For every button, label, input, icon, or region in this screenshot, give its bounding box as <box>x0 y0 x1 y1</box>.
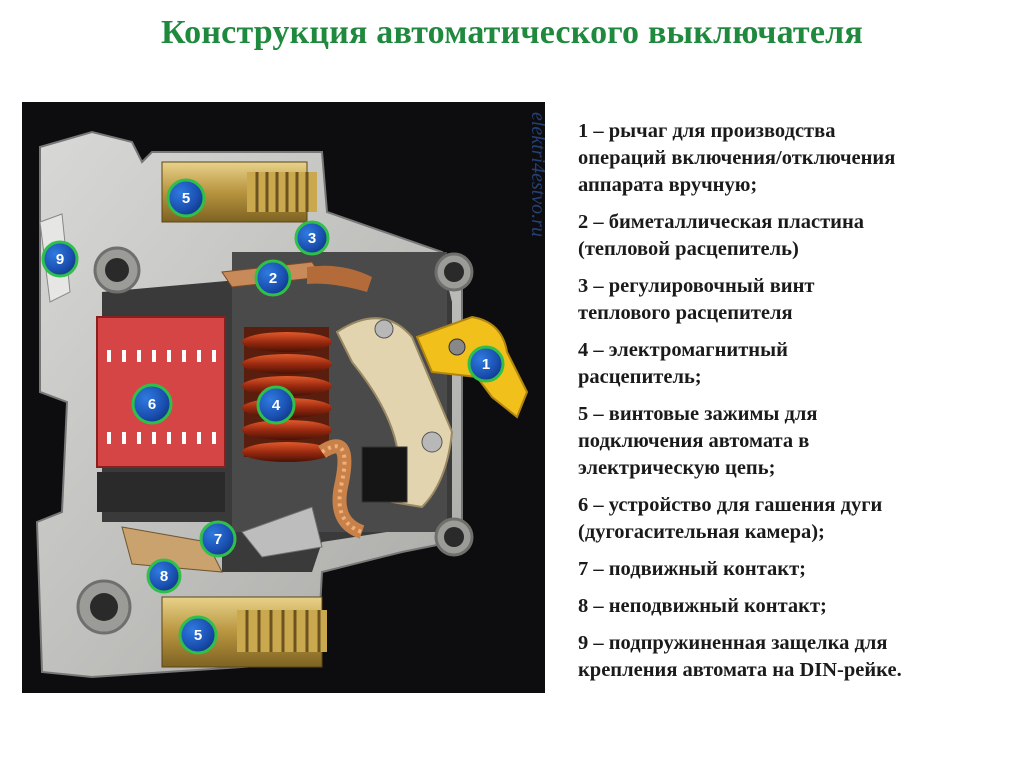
marker-2: 2 <box>254 259 292 297</box>
legend-item-8: 8 – неподвижный контакт; <box>578 595 827 617</box>
marker-7: 7 <box>199 520 237 558</box>
svg-text:2: 2 <box>269 270 277 287</box>
legend-item-4: 4 – электромагнитный расцепитель; <box>578 339 788 388</box>
watermark: elektri4estvo.ru <box>527 112 545 237</box>
breaker-photo: 1 2 3 4 5 5 6 7 <box>22 102 545 693</box>
legend-item-2: 2 – биметаллическая пластина (тепловой р… <box>578 211 865 260</box>
legend-item-9: 9 – подпружиненная защелка для крепления… <box>578 632 902 681</box>
svg-text:8: 8 <box>160 568 168 585</box>
legend: 1 – рычаг для производства операций вклю… <box>578 118 1018 694</box>
svg-text:1: 1 <box>482 356 490 373</box>
marker-4: 4 <box>256 385 296 425</box>
svg-text:4: 4 <box>272 397 281 414</box>
svg-text:6: 6 <box>148 396 156 413</box>
legend-item-7: 7 – подвижный контакт; <box>578 558 806 580</box>
marker-5-bottom: 5 <box>178 615 218 655</box>
marker-1: 1 <box>467 345 505 383</box>
svg-text:5: 5 <box>194 627 202 644</box>
marker-8: 8 <box>146 558 182 594</box>
svg-text:9: 9 <box>56 251 64 268</box>
legend-item-1: 1 – рычаг для производства операций вклю… <box>578 120 896 196</box>
marker-5-top: 5 <box>166 178 206 218</box>
svg-text:5: 5 <box>182 190 190 207</box>
svg-text:7: 7 <box>214 531 222 548</box>
marker-3: 3 <box>294 220 330 256</box>
marker-9: 9 <box>41 240 79 278</box>
legend-item-5: 5 – винтовые зажимы для подключения авто… <box>578 403 818 479</box>
marker-6: 6 <box>131 383 173 425</box>
page-title: Конструкция автоматического выключателя <box>161 14 863 51</box>
legend-item-3: 3 – регулировочный винт теплового расцеп… <box>578 275 815 324</box>
legend-item-6: 6 – устройство для гашения дуги (дугогас… <box>578 494 883 543</box>
svg-text:3: 3 <box>308 230 316 247</box>
